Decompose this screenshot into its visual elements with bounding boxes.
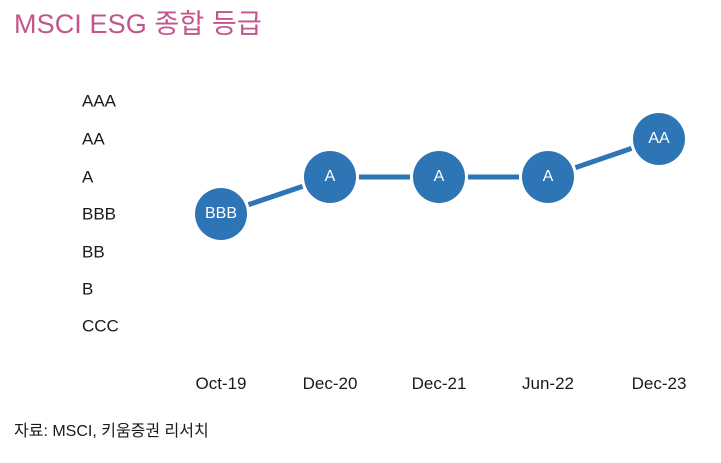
series-canvas [195, 113, 685, 240]
x-axis-tick-dec-23: Dec-23 [631, 374, 687, 393]
data-point-marker[interactable] [522, 151, 574, 203]
y-axis-tick-b: B [82, 279, 94, 299]
x-axis-tick-dec-20: Dec-20 [302, 374, 358, 393]
data-point-marker[interactable] [413, 151, 465, 203]
y-axis-tick-aaa: AAA [82, 91, 117, 111]
x-axis-tick-jun-22: Jun-22 [522, 374, 574, 393]
data-point-marker[interactable] [195, 188, 247, 240]
source-note: 자료: MSCI, 키움증권 리서치 [14, 423, 209, 440]
y-axis-tick-a: A [82, 167, 94, 187]
y-axis-tick-aa: AA [82, 129, 105, 149]
chart-title: MSCI ESG 종합 등급 [14, 9, 262, 39]
y-axis-tick-ccc: CCC [82, 316, 119, 336]
x-axis-tick-oct-19: Oct-19 [195, 374, 247, 393]
series-segment [247, 183, 304, 208]
x-axis-tick-dec-21: Dec-21 [411, 374, 467, 393]
y-axis-tick-bb: BB [82, 242, 105, 262]
y-axis-tick-bbb: BBB [82, 204, 117, 224]
series-segment [574, 146, 633, 170]
series-line-group [247, 146, 633, 208]
data-point-marker[interactable] [633, 113, 685, 165]
series-marker-group [195, 113, 685, 240]
data-point-marker[interactable] [304, 151, 356, 203]
